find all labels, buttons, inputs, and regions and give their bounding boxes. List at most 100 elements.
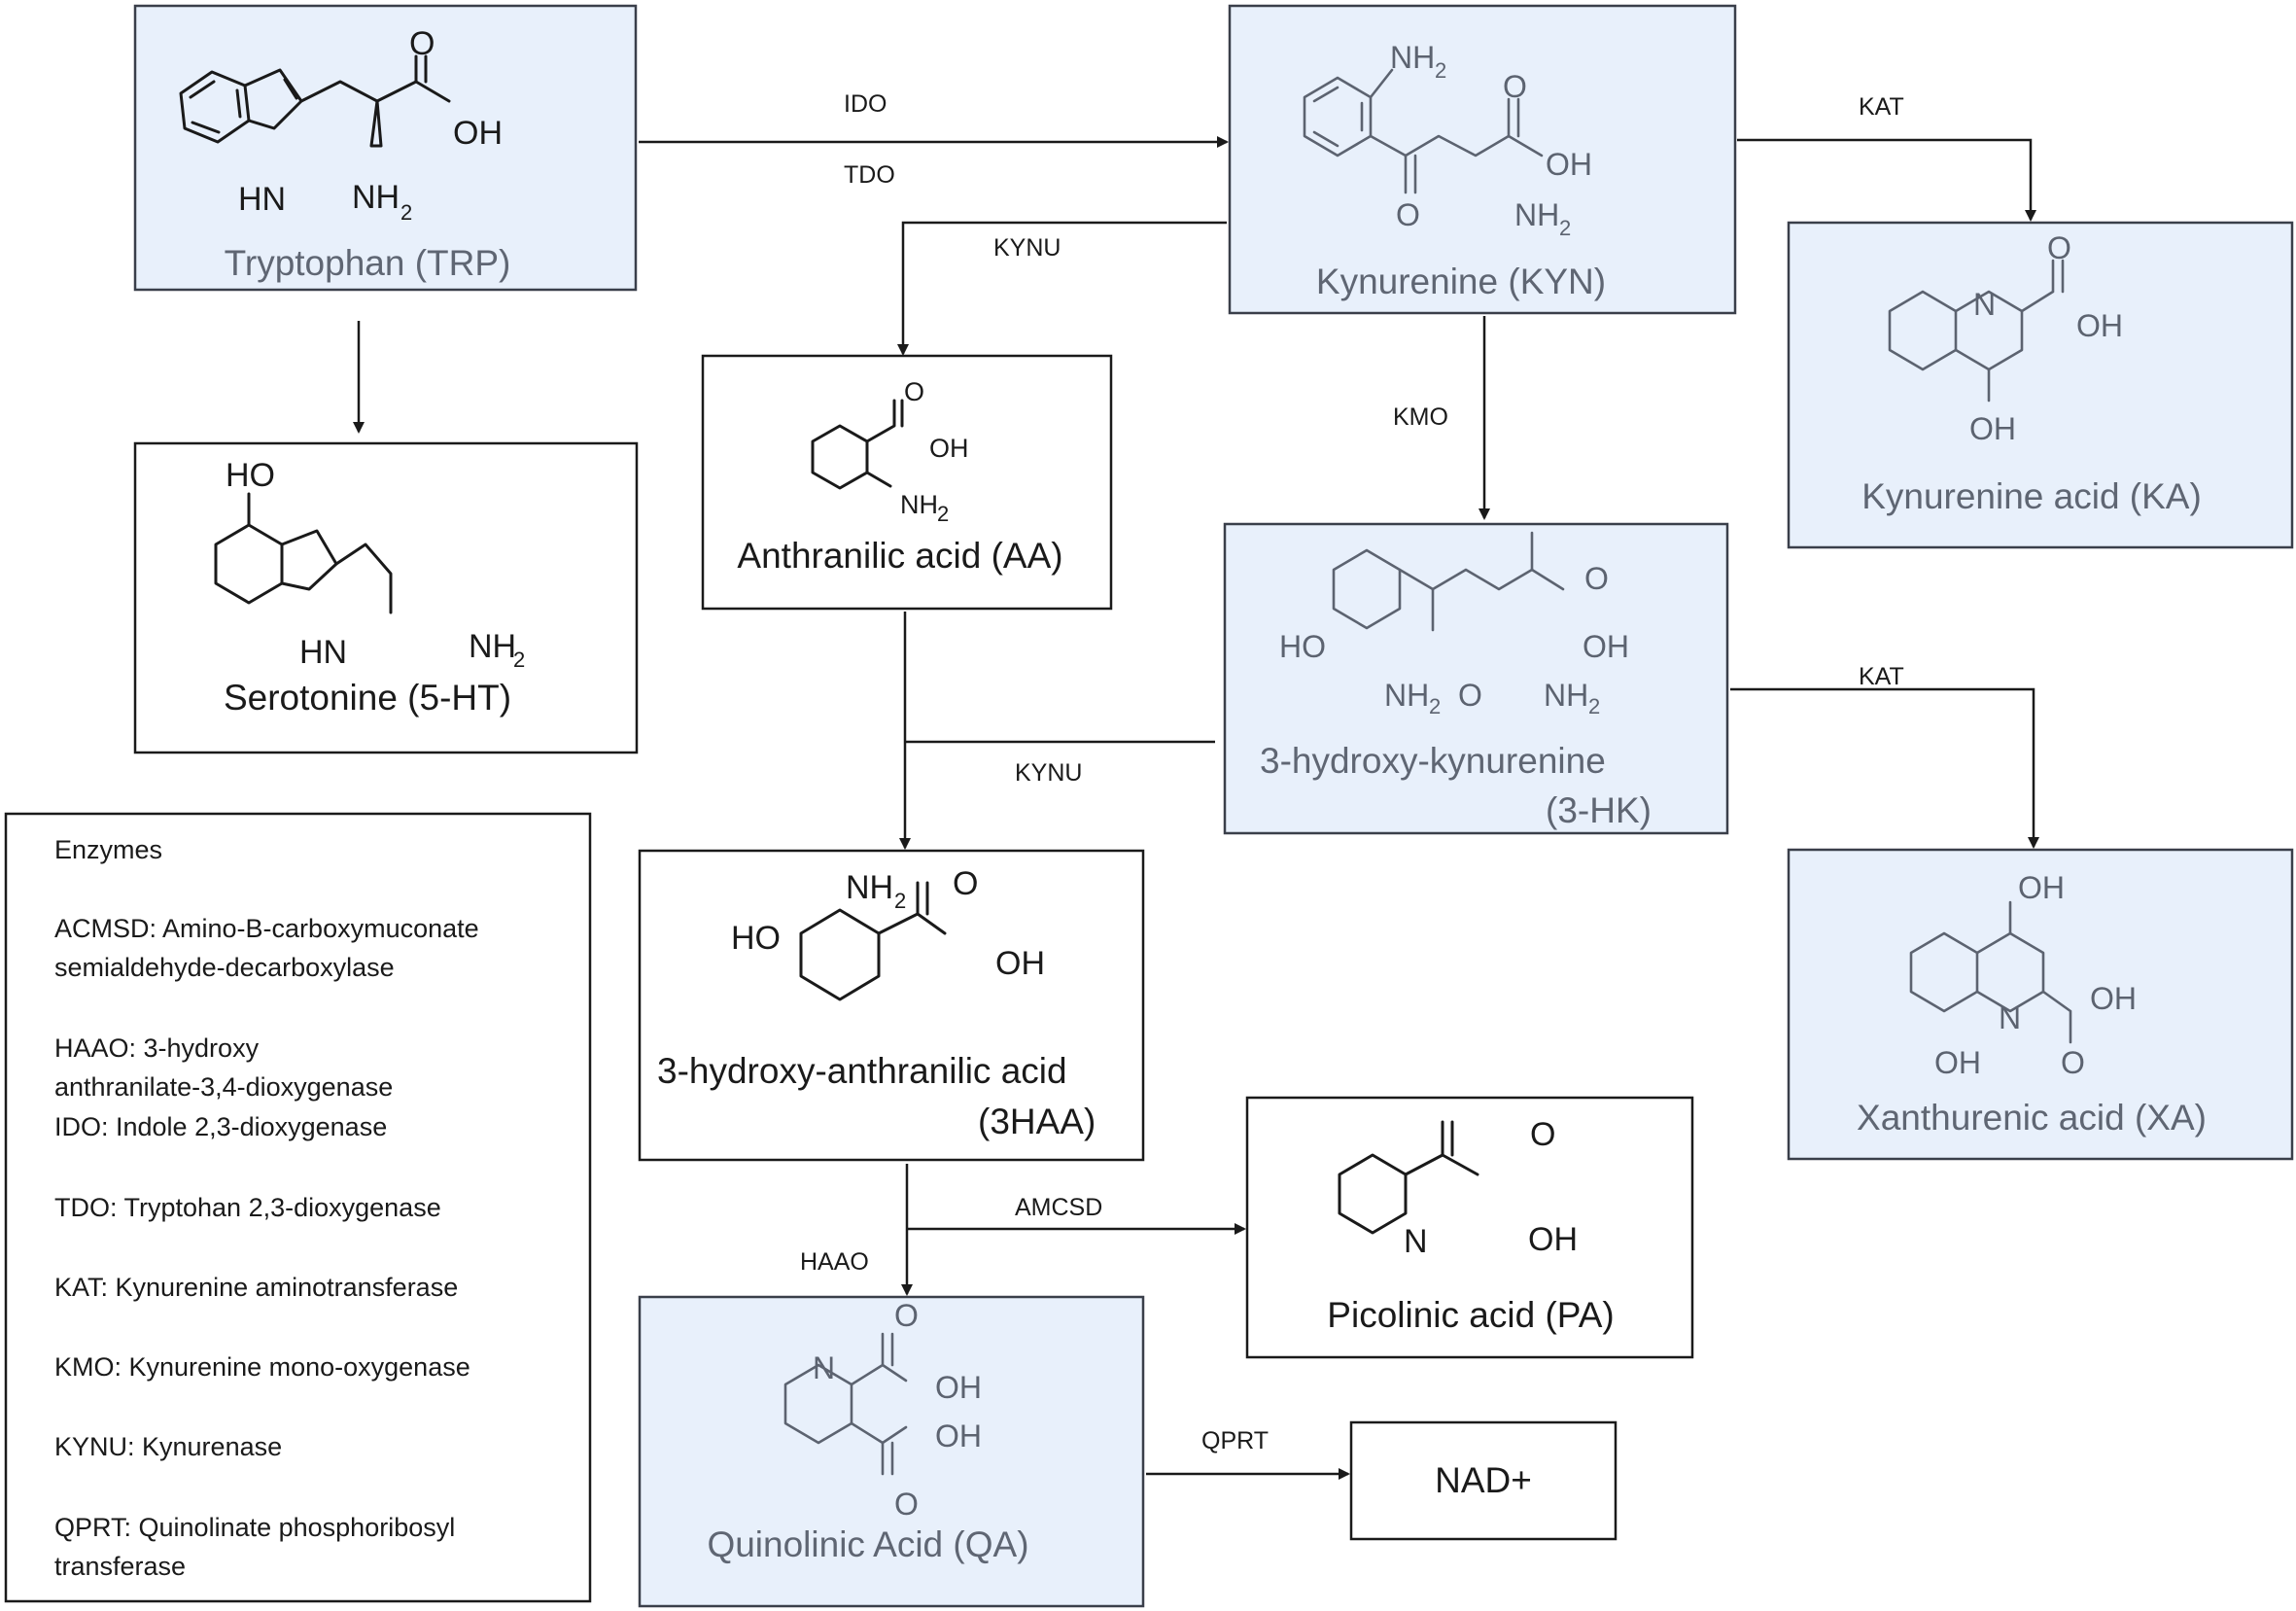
- legend-line: QPRT: Quinolinate phosphoribosyl: [54, 1513, 455, 1542]
- picolinic-acid-structure: O N OH: [1338, 1116, 1578, 1260]
- svg-text:N: N: [813, 1350, 835, 1385]
- quinolinic-acid-name: Quinolinic Acid (QA): [707, 1524, 1028, 1564]
- nad-box: [1349, 1420, 1618, 1541]
- svg-text:N: N: [1973, 287, 1996, 322]
- enzyme-label-ido: IDO: [844, 90, 887, 118]
- kynurenine-box: [1228, 4, 1737, 315]
- legend-line: HAAO: 3-hydroxy: [54, 1033, 260, 1063]
- svg-text:N: N: [1999, 1000, 2021, 1035]
- svg-text:OH: OH: [1583, 629, 1629, 664]
- enzymes-legend-box: [4, 812, 592, 1603]
- svg-text:NH: NH: [1514, 197, 1559, 232]
- svg-text:OH: OH: [2018, 870, 2065, 905]
- svg-text:O: O: [894, 1298, 919, 1333]
- svg-text:NH: NH: [900, 490, 938, 519]
- svg-text:N: N: [1404, 1223, 1428, 1260]
- hydroxy-anthranilic-acid-name-line1: 3-hydroxy-anthranilic acid: [657, 1051, 1067, 1091]
- legend-title: Enzymes: [54, 835, 162, 864]
- enzyme-label-kmo: KMO: [1393, 403, 1448, 431]
- svg-text:HO: HO: [1279, 629, 1326, 664]
- svg-text:HO: HO: [731, 920, 781, 957]
- svg-text:O: O: [894, 1487, 919, 1522]
- hydroxy-kynurenine-structure: HO NH 2 O NH 2 OH O: [1279, 531, 1629, 718]
- svg-text:HN: HN: [299, 634, 347, 671]
- svg-text:OH: OH: [935, 1418, 982, 1453]
- tryptophan-name: Tryptophan (TRP): [225, 243, 511, 283]
- svg-text:O: O: [2061, 1045, 2085, 1080]
- enzyme-label-kynu-mid: KYNU: [1015, 759, 1082, 787]
- hydroxy-anthranilic-acid-structure: NH 2 O HO OH: [731, 865, 1045, 1001]
- svg-text:2: 2: [1435, 58, 1446, 83]
- enzyme-label-haao: HAAO: [800, 1248, 869, 1276]
- serotonine-name: Serotonine (5-HT): [224, 678, 511, 718]
- svg-text:OH: OH: [1546, 147, 1592, 182]
- serotonine-box: [133, 441, 639, 754]
- svg-text:2: 2: [894, 889, 906, 913]
- legend-line: KYNU: Kynurenase: [54, 1432, 282, 1461]
- svg-text:O: O: [904, 377, 924, 406]
- anthranilic-acid-box: [701, 354, 1113, 611]
- svg-text:OH: OH: [453, 115, 503, 152]
- svg-text:O: O: [1530, 1116, 1555, 1153]
- legend-line: TDO: Tryptohan 2,3-dioxygenase: [54, 1193, 441, 1222]
- legend-line: ACMSD: Amino-B-carboxymuconate: [54, 914, 479, 943]
- svg-text:NH: NH: [1544, 678, 1588, 713]
- xanthurenic-acid-box: [1787, 848, 2294, 1161]
- svg-text:NH: NH: [352, 179, 400, 216]
- hk-to-xa-arrow: [1730, 687, 2039, 849]
- legend-line: transferase: [54, 1552, 186, 1581]
- svg-text:O: O: [1503, 69, 1527, 104]
- enzyme-label-qprt: QPRT: [1201, 1427, 1269, 1454]
- enzyme-label-kynu-top: KYNU: [993, 234, 1061, 262]
- enzyme-label-kat-top: KAT: [1859, 93, 1904, 121]
- kynurenine-acid-name: Kynurenine acid (KA): [1861, 476, 2202, 516]
- svg-text:2: 2: [513, 648, 525, 672]
- svg-text:HO: HO: [226, 457, 275, 494]
- svg-text:O: O: [1584, 561, 1609, 596]
- svg-text:2: 2: [937, 502, 949, 526]
- hydroxy-kynurenine-name-line2: (3-HK): [1546, 790, 1652, 830]
- serotonine-structure: HO HN NH 2: [214, 457, 525, 672]
- legend-line: KAT: Kynurenine aminotransferase: [54, 1273, 458, 1302]
- kyn-to-ka-arrow: [1737, 138, 2036, 222]
- xanthurenic-acid-structure: OH OH N O OH: [1909, 870, 2137, 1080]
- svg-text:OH: OH: [1528, 1221, 1578, 1258]
- legend-line: KMO: Kynurenine mono-oxygenase: [54, 1352, 470, 1382]
- svg-text:O: O: [2047, 230, 2071, 265]
- enzyme-label-kat-mid: KAT: [1859, 663, 1904, 690]
- kynurenine-acid-box: [1787, 221, 2294, 549]
- svg-text:OH: OH: [2076, 308, 2123, 343]
- xanthurenic-acid-name: Xanthurenic acid (XA): [1857, 1098, 2207, 1138]
- tryptophan-structure: O OH HN NH 2: [179, 25, 503, 225]
- kynurenine-name: Kynurenine (KYN): [1316, 262, 1606, 301]
- svg-text:O: O: [1458, 678, 1482, 713]
- svg-text:NH: NH: [846, 869, 893, 906]
- legend-line: semialdehyde-decarboxylase: [54, 953, 395, 982]
- svg-text:OH: OH: [1969, 411, 2016, 446]
- legend-line: IDO: Indole 2,3-dioxygenase: [54, 1112, 387, 1141]
- picolinic-acid-box: [1245, 1096, 1694, 1359]
- nad-name: NAD+: [1435, 1460, 1532, 1500]
- svg-text:NH: NH: [1390, 40, 1435, 75]
- svg-text:O: O: [1396, 197, 1420, 232]
- svg-text:OH: OH: [935, 1370, 982, 1405]
- kynurenine-structure: NH 2 O O OH NH 2: [1303, 40, 1592, 240]
- picolinic-acid-name: Picolinic acid (PA): [1327, 1295, 1614, 1335]
- kyn-to-aa-arrow: [897, 221, 1227, 356]
- legend-line: anthranilate-3,4-dioxygenase: [54, 1072, 393, 1102]
- svg-text:OH: OH: [995, 945, 1045, 982]
- anthranilic-acid-name: Anthranilic acid (AA): [737, 536, 1062, 576]
- quinolinic-acid-structure: N O OH OH O: [783, 1298, 982, 1522]
- enzyme-label-tdo: TDO: [844, 161, 895, 189]
- svg-text:O: O: [953, 865, 978, 902]
- svg-text:HN: HN: [238, 181, 286, 218]
- enzymes-legend: Enzymes ACMSD: Amino-B-carboxymuconate s…: [54, 835, 479, 1581]
- svg-text:O: O: [409, 25, 435, 62]
- svg-text:NH: NH: [469, 628, 516, 665]
- enzyme-label-amcsd: AMCSD: [1015, 1194, 1102, 1221]
- hydroxy-anthranilic-acid-box: [638, 849, 1145, 1162]
- svg-text:OH: OH: [929, 434, 969, 463]
- tryptophan-box: [133, 4, 638, 292]
- kynurenine-acid-structure: N O OH OH: [1888, 230, 2123, 446]
